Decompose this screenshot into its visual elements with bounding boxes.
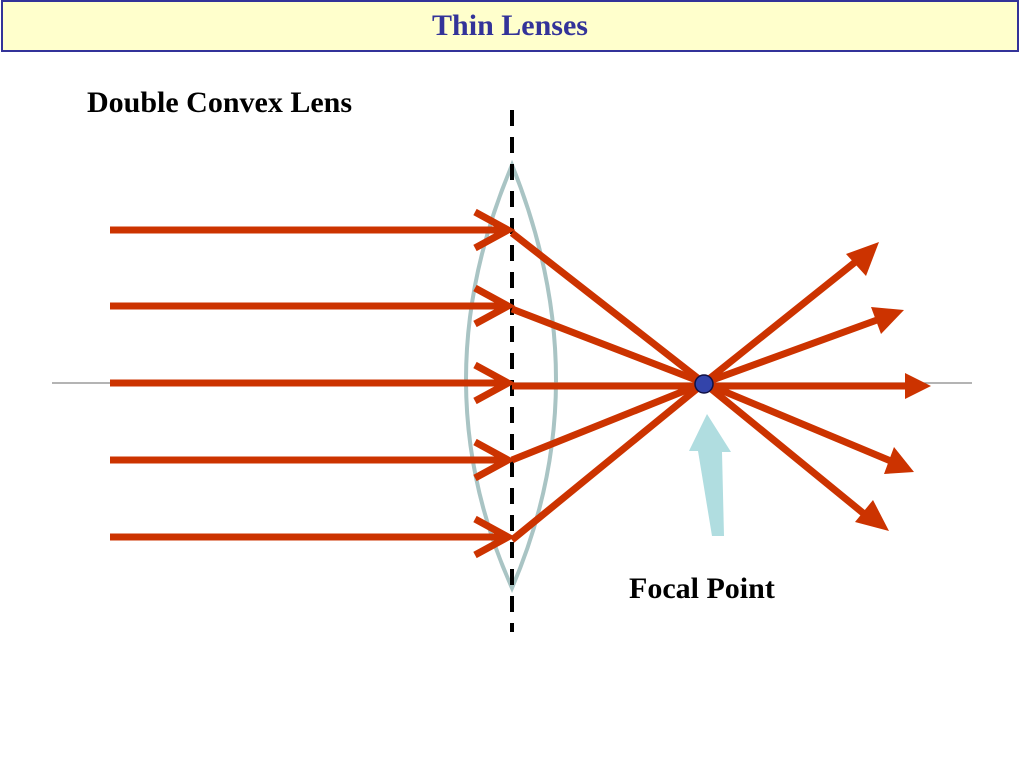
incoming-rays [110, 208, 516, 559]
diverging-ray-2 [702, 312, 890, 387]
refracted-ray-4 [510, 379, 706, 464]
refracted-ray-1 [509, 230, 707, 386]
refracted-ray-5 [509, 380, 707, 543]
diverging-arrowheads [846, 242, 931, 531]
incoming-ray-1-head [473, 208, 516, 252]
slide-title: Thin Lenses [432, 9, 588, 42]
lens-label: Double Convex Lens [87, 86, 353, 119]
arrowhead-3 [905, 373, 931, 399]
diverging-ray-4 [702, 379, 900, 468]
incoming-ray-5-head [473, 515, 516, 559]
diverging-rays [701, 252, 906, 525]
arrowhead-5 [855, 500, 889, 531]
focal-point-dot [694, 374, 714, 394]
refracted-ray-2 [510, 305, 706, 387]
lens-outline [464, 159, 558, 593]
refracted-rays [509, 230, 707, 543]
incoming-ray-2-head [473, 284, 516, 328]
incoming-ray-4-head [473, 438, 516, 482]
incoming-ray-3-head [473, 361, 516, 405]
diverging-ray-5 [701, 380, 877, 525]
focal-pointer-arrow [689, 414, 731, 536]
arrowhead-1 [846, 242, 879, 276]
focal-point-label: Focal Point [629, 572, 775, 605]
arrowhead-2 [871, 307, 904, 334]
arrowhead-4 [884, 447, 914, 474]
diverging-ray-1 [701, 252, 867, 386]
title-bar: Thin Lenses [1, 0, 1019, 52]
